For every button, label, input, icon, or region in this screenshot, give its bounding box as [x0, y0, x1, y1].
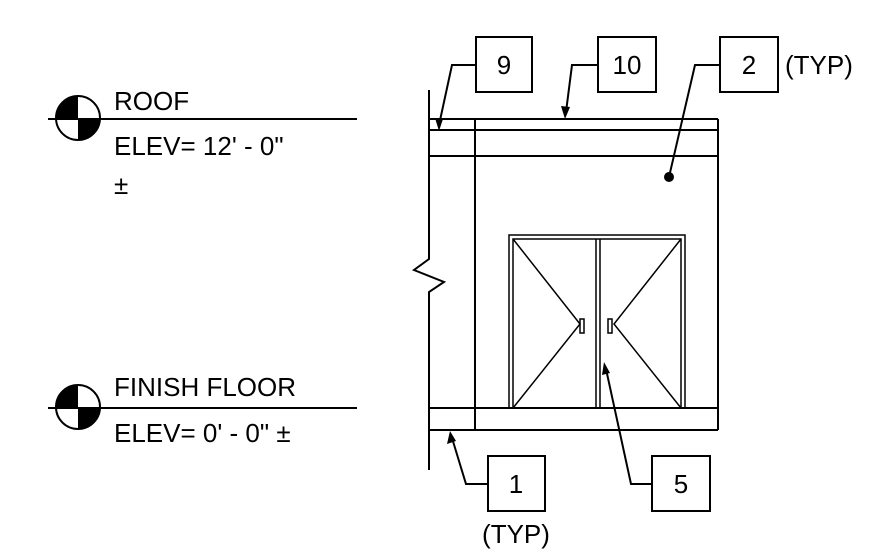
level-marker-roof: ROOF ELEV= 12' - 0" ±	[48, 86, 357, 200]
keynote-5: 5	[602, 362, 711, 512]
door-frame-outer	[508, 234, 686, 409]
door-frame-inner	[512, 238, 682, 409]
roof-elevation-value: ELEV= 12' - 0"	[114, 131, 284, 161]
keynote-10-number: 10	[613, 50, 642, 80]
keynote-10-arrow-icon	[561, 106, 570, 119]
keynote-2-number: 2	[742, 50, 756, 80]
keynote-1-number: 1	[509, 469, 523, 499]
keynote-5-number: 5	[674, 469, 688, 499]
keynote-5-box	[651, 455, 711, 512]
keynote-10: 10	[561, 36, 657, 119]
keynote-2-dot-icon	[664, 172, 674, 182]
right-leaf-swing-line	[613, 238, 682, 409]
keynote-9-number: 9	[497, 50, 511, 80]
keynote-9: 9	[435, 36, 533, 131]
level-marker-finish-floor: FINISH FLOOR ELEV= 0' - 0" ±	[48, 372, 357, 448]
building-elevation	[429, 118, 719, 431]
keynote-2-note: (TYP)	[785, 50, 853, 80]
keynote-2: 2 (TYP)	[664, 36, 853, 182]
finish-floor-level-title: FINISH FLOOR	[114, 372, 296, 402]
keynote-9-arrow-icon	[435, 118, 443, 131]
keynote-1-note: (TYP)	[482, 519, 550, 549]
keynote-9-box	[475, 36, 533, 93]
keynote-1-box	[487, 455, 546, 512]
keynote-2-box	[719, 36, 779, 93]
roof-elevation-tolerance: ±	[114, 170, 128, 200]
left-leaf-swing-line	[512, 238, 581, 409]
roof-level-title: ROOF	[114, 86, 189, 116]
finish-floor-elevation-value: ELEV= 0' - 0" ±	[114, 418, 291, 448]
left-door-handle-icon	[579, 318, 585, 334]
left-wall-break-line	[411, 90, 447, 470]
keynote-1: 1 (TYP)	[447, 431, 550, 549]
keynote-10-box	[597, 36, 657, 93]
double-door	[508, 234, 686, 409]
keynote-5-arrow-icon	[602, 362, 610, 375]
keynote-1-arrow-icon	[447, 431, 456, 444]
right-door-handle-icon	[607, 318, 613, 334]
